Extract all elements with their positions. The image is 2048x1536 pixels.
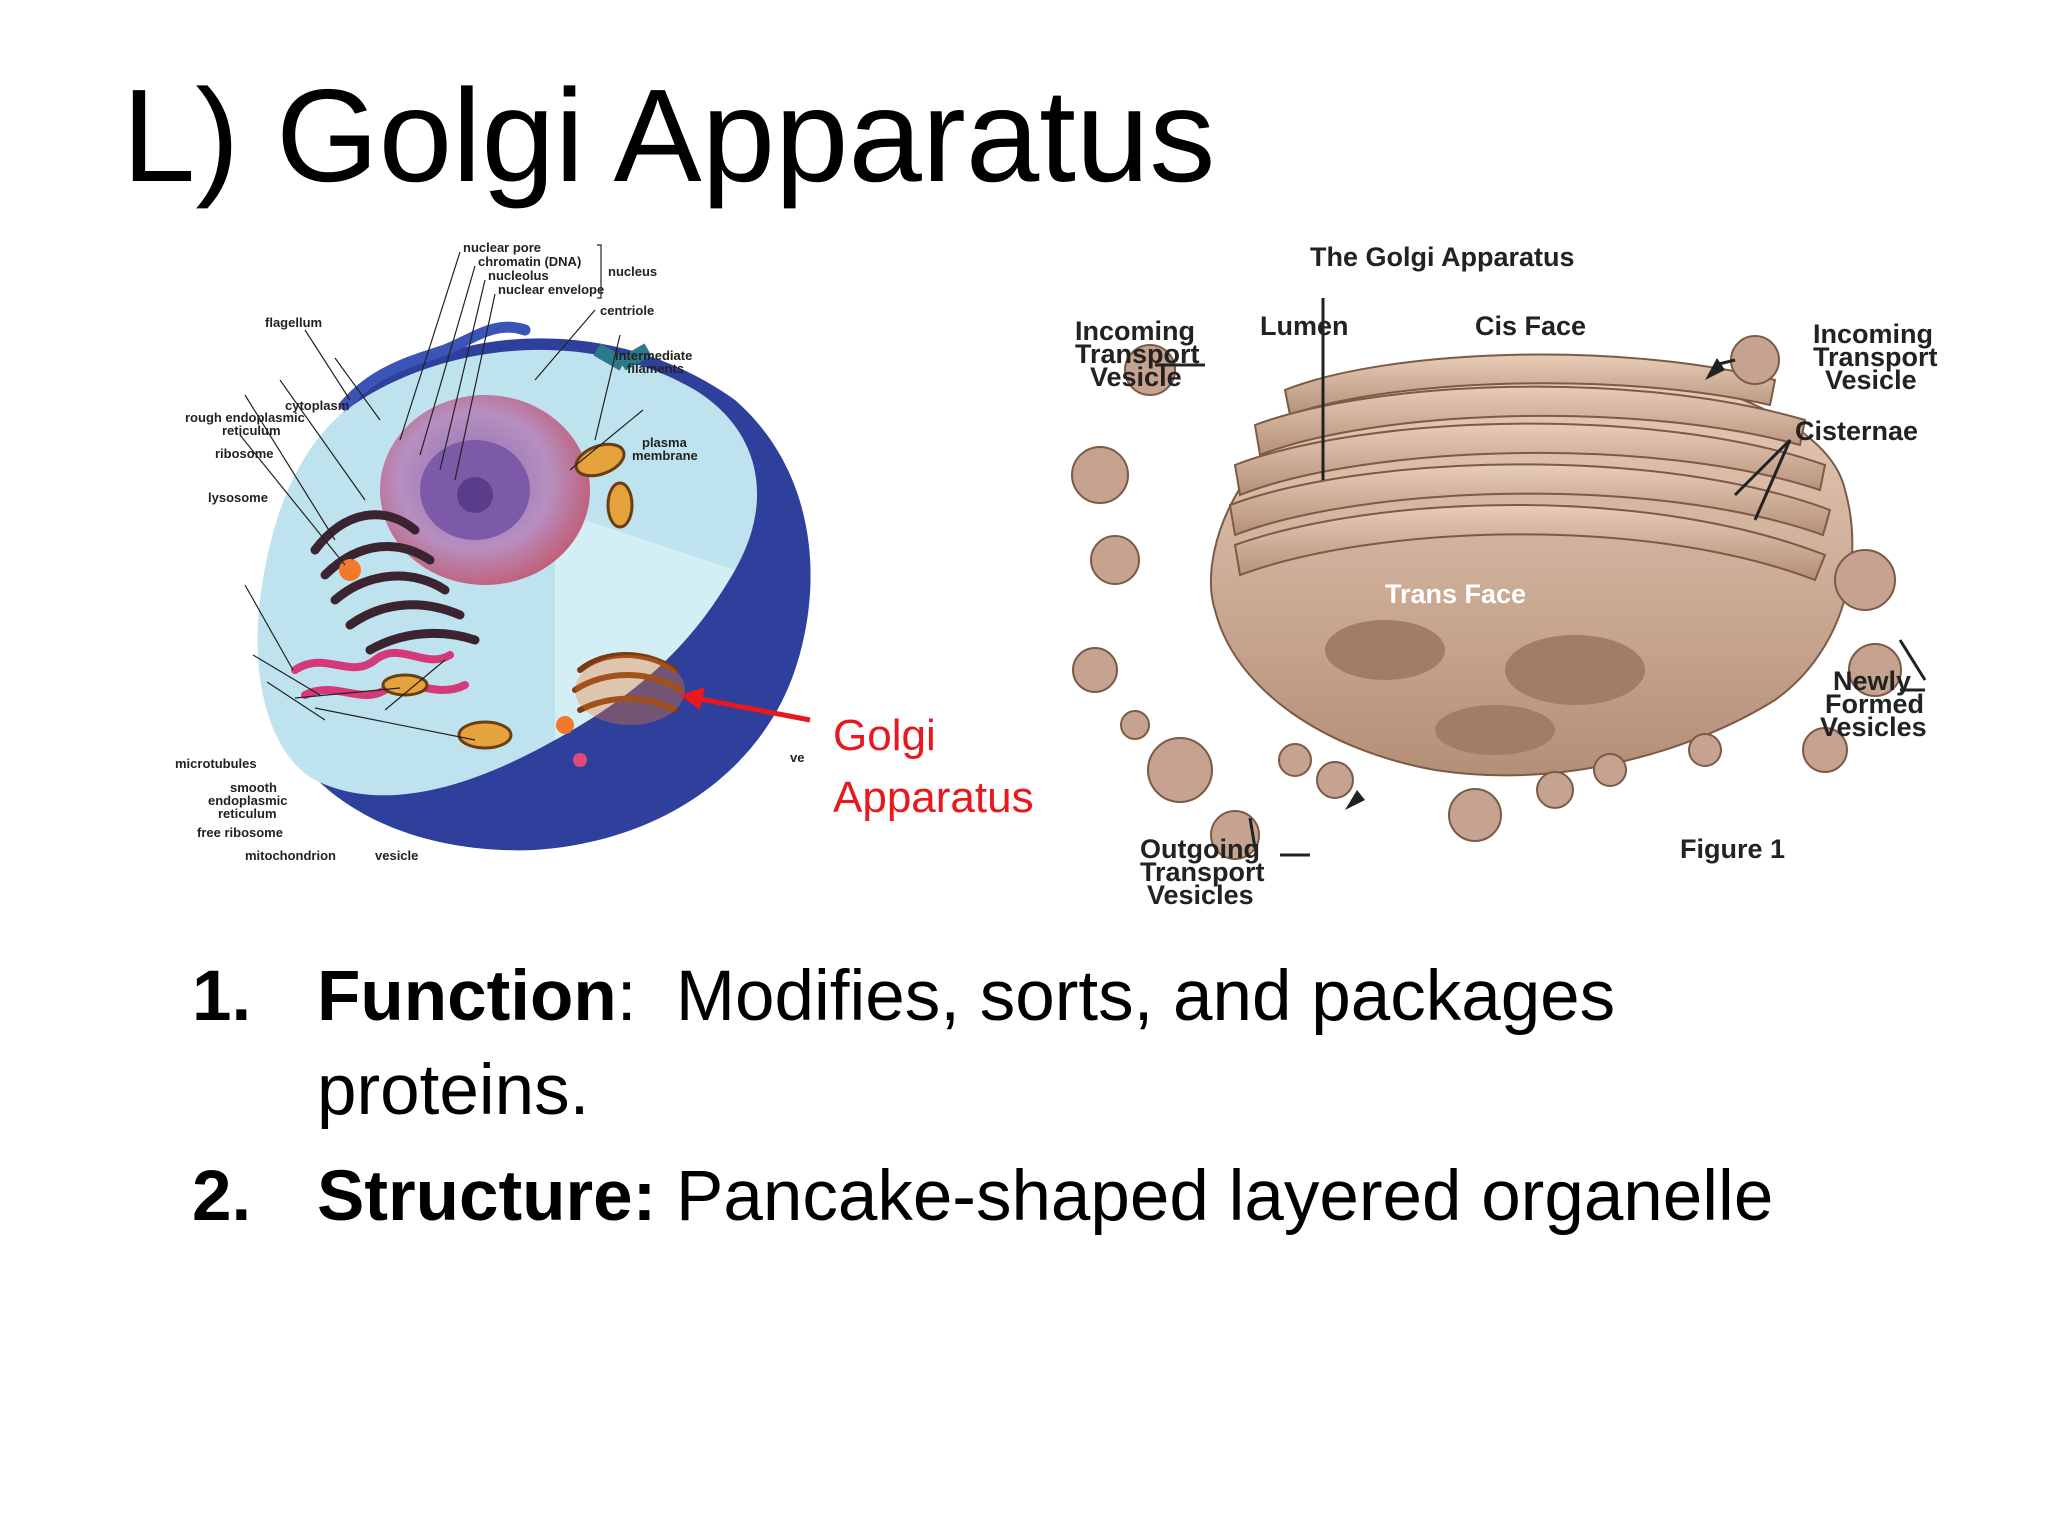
golgi-callout-line1: Golgi — [833, 711, 936, 760]
label-cytoplasm: cytoplasm — [285, 398, 349, 413]
label-free-ribosome: free ribosome — [197, 825, 283, 840]
golgi-callout-line2: Apparatus — [833, 773, 1034, 822]
label-mitochondrion: mitochondrion — [245, 848, 336, 863]
label-nuclear-pore: nuclear pore — [463, 240, 541, 255]
label-endoplasmic: endoplasmic — [208, 793, 287, 808]
label-reticulum-smooth: reticulum — [218, 806, 277, 821]
label-smooth: smooth — [230, 780, 277, 795]
label-transport-out: Transport — [1140, 857, 1265, 887]
label-vesicles-out: Vesicles — [1147, 880, 1254, 910]
label-nucleus: nucleus — [608, 264, 657, 279]
label-membrane: membrane — [632, 448, 698, 463]
structure-separator — [656, 1157, 676, 1236]
label-incoming-left-2: Transport — [1075, 339, 1200, 369]
golgi-apparatus-diagram: The Golgi Apparatus Incoming Transport V… — [1055, 230, 1955, 930]
label-chromatin: chromatin (DNA) — [478, 254, 581, 269]
function-text: Modifies, sorts, and packages proteins. — [317, 957, 1616, 1130]
label-filaments: filaments — [627, 361, 684, 376]
label-vesicle: vesicle — [375, 848, 418, 863]
label-incoming-right-1: Incoming — [1813, 319, 1933, 349]
label-incoming-left-1: Incoming — [1075, 316, 1195, 346]
label-trans-face: Trans Face — [1385, 579, 1526, 609]
label-nucleolus: nucleolus — [488, 268, 549, 283]
label-nuclear-envelope: nuclear envelope — [498, 282, 604, 297]
label-vesicle-cut: ve — [790, 750, 804, 765]
label-formed: Formed — [1825, 689, 1924, 719]
label-figure-1: Figure 1 — [1680, 834, 1785, 864]
label-intermediate: intermediate — [615, 348, 692, 363]
label-flagellum: flagellum — [265, 315, 322, 330]
function-term: Function — [317, 957, 617, 1036]
label-centriole: centriole — [600, 303, 654, 318]
list-item-structure: 2. Structure: Pancake-shaped layered org… — [192, 1150, 1892, 1244]
label-cis-face: Cis Face — [1475, 311, 1586, 341]
animal-cell-diagram: nuclear pore chromatin (DNA) nucleolus n… — [175, 240, 925, 890]
list-number: 1. — [192, 957, 252, 1036]
golgi-callout-label: Golgi Apparatus — [833, 705, 1034, 829]
label-plasma: plasma — [642, 435, 688, 450]
structure-text: Pancake-shaped layered organelle — [676, 1157, 1774, 1236]
label-newly: Newly — [1833, 666, 1911, 696]
golgi-diagram-title: The Golgi Apparatus — [1310, 242, 1575, 272]
points-list: 1. Function: Modifies, sorts, and packag… — [192, 950, 1892, 1256]
label-incoming-left-3: Vesicle — [1090, 362, 1182, 392]
function-separator: : — [616, 957, 676, 1036]
label-microtubules: microtubules — [175, 756, 257, 771]
label-lysosome: lysosome — [208, 490, 268, 505]
structure-term: Structure: — [317, 1157, 657, 1236]
label-reticulum: reticulum — [222, 423, 281, 438]
label-ribosome: ribosome — [215, 446, 274, 461]
label-vesicles-new: Vesicles — [1820, 712, 1927, 742]
label-cisternae: Cisternae — [1795, 416, 1918, 446]
label-incoming-right-3: Vesicle — [1825, 365, 1917, 395]
slide-title: L) Golgi Apparatus — [122, 62, 1216, 209]
label-lumen: Lumen — [1260, 311, 1349, 341]
label-outgoing: Outgoing — [1140, 834, 1260, 864]
list-number: 2. — [192, 1157, 252, 1236]
list-item-function: 1. Function: Modifies, sorts, and packag… — [192, 950, 1892, 1138]
label-incoming-right-2: Transport — [1813, 342, 1938, 372]
label-rough-er: rough endoplasmic — [185, 410, 305, 425]
